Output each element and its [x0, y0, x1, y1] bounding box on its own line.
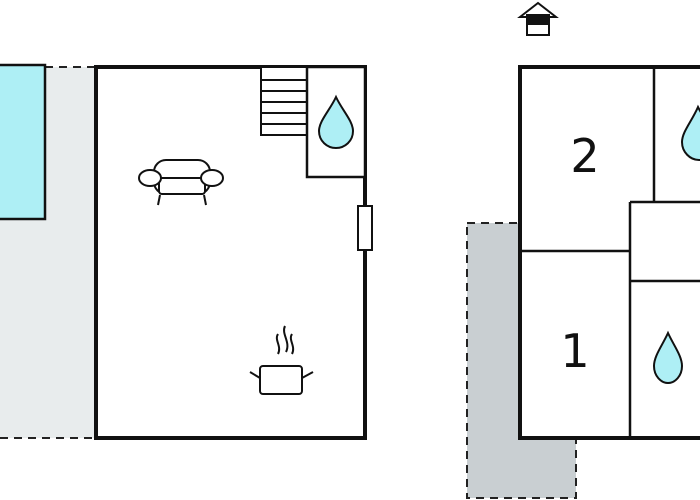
door-icon	[357, 205, 373, 251]
room-label-1: 1	[560, 324, 589, 378]
sofa-icon	[138, 159, 224, 206]
house-entrance-icon	[517, 1, 559, 36]
room-label-2: 2	[570, 129, 599, 183]
upper-floor: 2 1	[466, 1, 700, 499]
cooking-pot-icon	[249, 325, 314, 395]
water-drop-icon	[680, 104, 700, 162]
water-drop-icon	[317, 94, 355, 150]
ground-floor	[0, 63, 373, 440]
pool	[0, 63, 47, 221]
interior-walls	[520, 67, 700, 438]
water-drop-icon	[652, 330, 684, 385]
terrace-left-outline	[0, 66, 96, 439]
stairs-icon	[260, 66, 308, 136]
